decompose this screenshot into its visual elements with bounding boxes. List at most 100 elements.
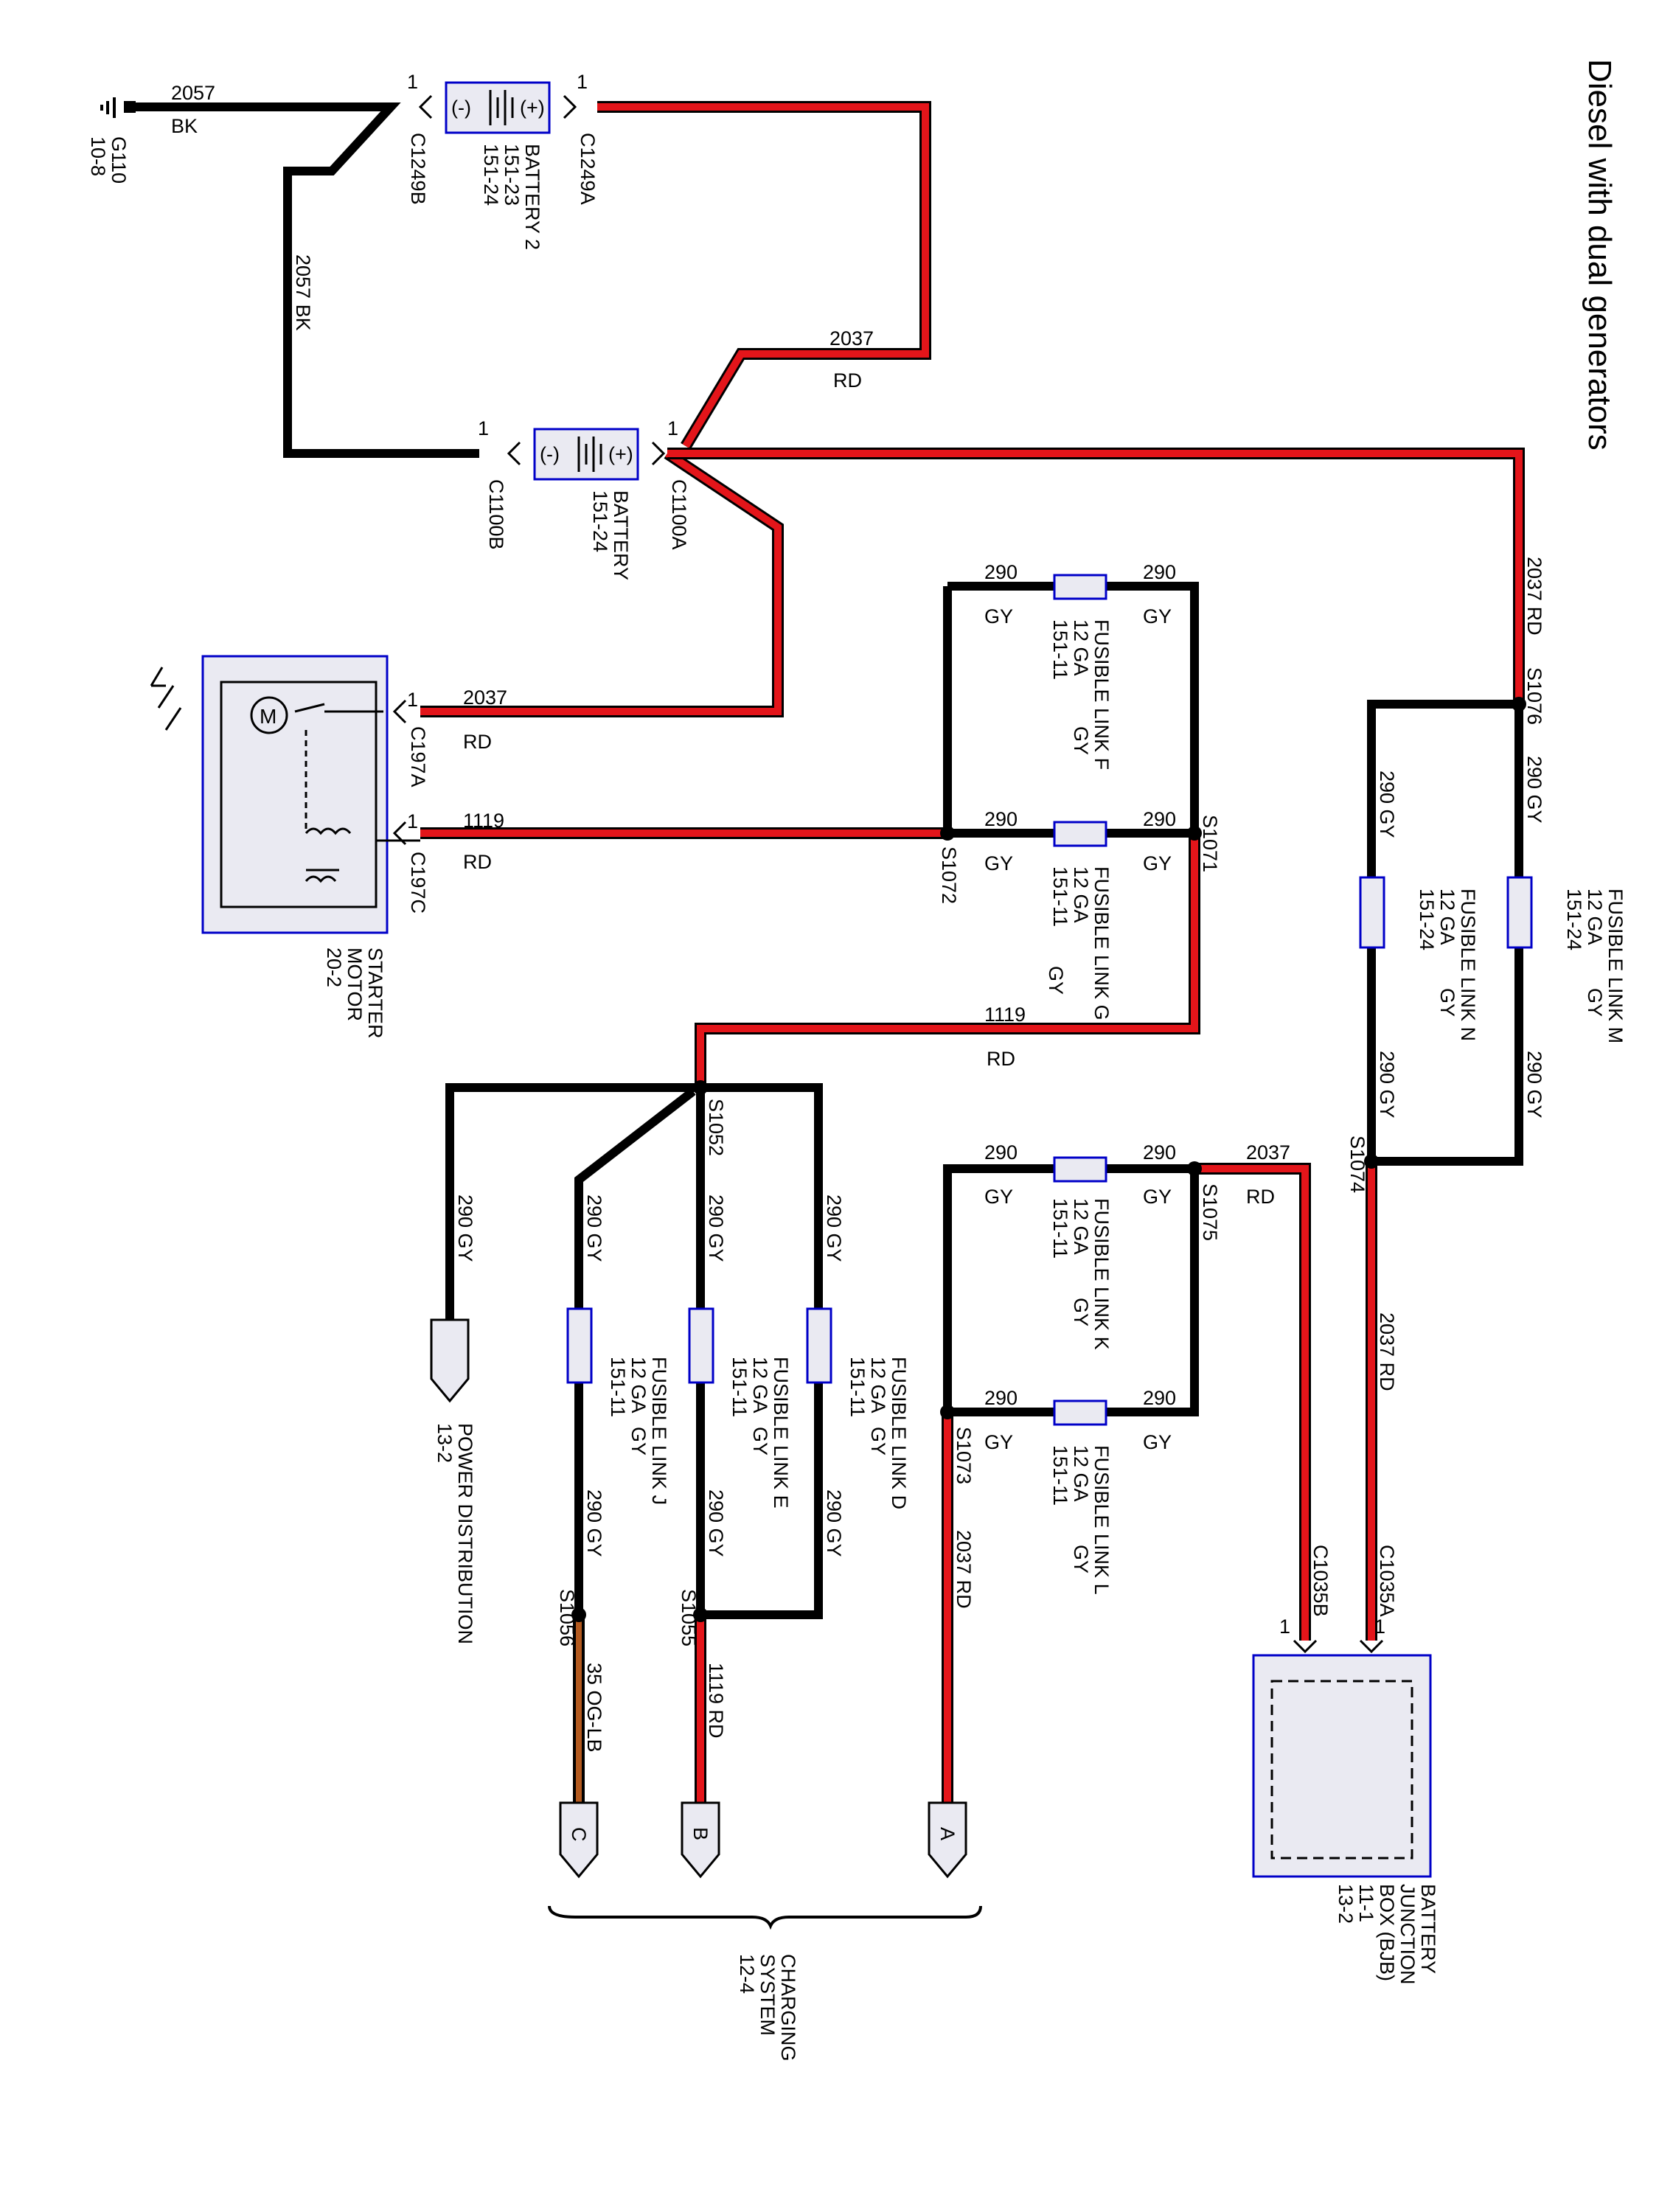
ground-page: 10-8 <box>87 136 109 176</box>
diagram-title: Diesel with dual generators <box>1582 59 1618 451</box>
diagram-label: GY <box>1436 988 1458 1017</box>
bjb-page1: 11-1 <box>1355 1884 1377 1922</box>
splice-s1075 <box>1187 1161 1202 1176</box>
power-distribution-name: POWER DISTRIBUTION <box>454 1423 476 1644</box>
diagram-label: 151-24 <box>1563 888 1585 950</box>
battery1-pos-symbol: (+) <box>608 443 633 465</box>
diagram-label: GY <box>749 1427 771 1455</box>
wire-label-1119-starter: 1119 <box>463 810 504 832</box>
diagram-label: GY <box>1045 966 1067 995</box>
fusible-link-f <box>1053 574 1107 600</box>
splice-s1055 <box>693 1607 708 1622</box>
splice-label-s1056: S1056 <box>556 1589 578 1646</box>
diagram-label: RD <box>1246 1186 1275 1208</box>
power-distribution-arrow <box>430 1318 470 1403</box>
battery2-pos-symbol: (+) <box>520 97 545 119</box>
battery1-neg-symbol: (-) <box>540 443 560 465</box>
splice-s1073 <box>940 1405 955 1419</box>
splice-s1072 <box>940 826 955 841</box>
motor-icon <box>250 696 288 734</box>
starter-motor: M <box>150 655 420 934</box>
diagram-label: 1 <box>1374 1615 1385 1638</box>
wire-label-1119-mid: 1119 <box>984 1004 1026 1026</box>
diagram-label: GY <box>984 1186 1013 1208</box>
diagram-label: 2037 RD <box>1376 1312 1398 1391</box>
wire-label-2037-a: 2037 <box>830 327 874 349</box>
starter-page: 20-2 <box>323 947 345 987</box>
diagram-label: 151-11 <box>1049 866 1071 927</box>
diagram-label: 12 GA <box>1584 888 1606 945</box>
diagram-label: GY <box>984 605 1013 627</box>
bjb-name3: BOX (BJB) <box>1376 1884 1398 1981</box>
diagram-label: 151-11 <box>1049 1198 1071 1259</box>
connector-b <box>681 1801 720 1879</box>
battery-junction-box <box>1252 1639 1432 1878</box>
fusible-link-m <box>1506 876 1533 949</box>
power-distribution-page: 13-2 <box>434 1423 456 1463</box>
diagram-label: 290 GY <box>1523 756 1545 824</box>
battery1-pos-connector: C1100A <box>668 479 690 550</box>
charging-brace <box>548 1905 982 1930</box>
diagram-label: 290 GY <box>454 1194 476 1262</box>
diagram-label: 290 GY <box>705 1194 727 1262</box>
diagram-label: 151-11 <box>846 1357 869 1417</box>
diagram-label: 290 <box>984 1141 1018 1164</box>
battery-1: (-) (+) <box>507 428 666 481</box>
diagram-label: GY <box>1584 988 1606 1017</box>
fusible-link-n-name: FUSIBLE LINK N <box>1457 888 1479 1041</box>
diagram-label: 290 GY <box>583 1489 605 1557</box>
diagram-label: 151-11 <box>1049 619 1071 680</box>
battery1-pos-pin: 1 <box>667 417 678 439</box>
diagram-label: 151-24 <box>1416 888 1438 950</box>
wire-label-2057-top: 2057 <box>171 82 215 104</box>
battery2-page2: 151-24 <box>480 144 502 206</box>
connector-a-label: A <box>936 1827 959 1840</box>
splice-label-s1052: S1052 <box>705 1099 727 1156</box>
bjb-c1035b: C1035B <box>1310 1545 1332 1617</box>
diagram-label: 151-11 <box>728 1357 751 1417</box>
wire-label-2037-starter: 2037 <box>463 686 507 709</box>
fusible-link-k <box>1053 1156 1107 1183</box>
diagram-label: 35 OG-LB <box>583 1663 605 1753</box>
ground-g110 <box>100 97 136 118</box>
battery-2: (-) (+) <box>418 81 577 134</box>
diagram-label: GY <box>1070 1298 1092 1326</box>
battery2-pos-pin: 1 <box>577 71 588 93</box>
battery2-pos-connector: C1249A <box>577 133 599 205</box>
diagram-label: 12 GA <box>749 1357 771 1413</box>
splice-label-s1055: S1055 <box>678 1589 700 1646</box>
fusible-link-d-name: FUSIBLE LINK D <box>888 1357 910 1509</box>
diagram-label: 290 GY <box>583 1194 605 1262</box>
diagram-label: GY <box>1070 726 1092 755</box>
diagram-label: 290 <box>1143 1141 1176 1164</box>
wire-label-rd-starter2: RD <box>463 851 492 873</box>
diagram-label: GY <box>984 852 1013 874</box>
bjb-name2: JUNCTION <box>1397 1884 1419 1985</box>
fusible-link-f-name: FUSIBLE LINK F <box>1091 619 1113 770</box>
splice-s1056 <box>571 1607 586 1622</box>
diagram-label: GY <box>1143 1431 1172 1453</box>
wire-2037-rd-battery2 <box>597 101 931 450</box>
diagram-label: 12 GA <box>1070 1445 1092 1502</box>
diagram-label: 290 GY <box>1376 1051 1398 1119</box>
diagram-label: 12 GA <box>867 1357 889 1413</box>
bjb-page2: 13-2 <box>1335 1884 1357 1924</box>
diagram-label: 151-11 <box>1049 1445 1071 1506</box>
diagram-label: GY <box>1143 1186 1172 1208</box>
fusible-link-k-name: FUSIBLE LINK K <box>1091 1198 1113 1350</box>
charging-line2: SYSTEM <box>757 1954 779 2036</box>
starter-name: STARTER <box>364 947 386 1039</box>
bjb-c1035a: C1035A <box>1376 1545 1398 1617</box>
battery2-neg-symbol: (-) <box>451 97 471 119</box>
diagram-label: GY <box>1143 605 1172 627</box>
splice-s1071 <box>1187 826 1202 841</box>
fusible-link-j <box>566 1307 593 1384</box>
diagram-label: 2037 RD <box>953 1530 975 1609</box>
splice-label-s1074: S1074 <box>1346 1135 1368 1193</box>
diagram-label: 290 GY <box>823 1489 845 1557</box>
starter-c197a: C197A <box>407 726 429 787</box>
diagram-label: 12 GA <box>627 1357 650 1413</box>
battery2-page1: 151-23 <box>501 144 523 206</box>
battery2-neg-pin: 1 <box>407 71 418 93</box>
